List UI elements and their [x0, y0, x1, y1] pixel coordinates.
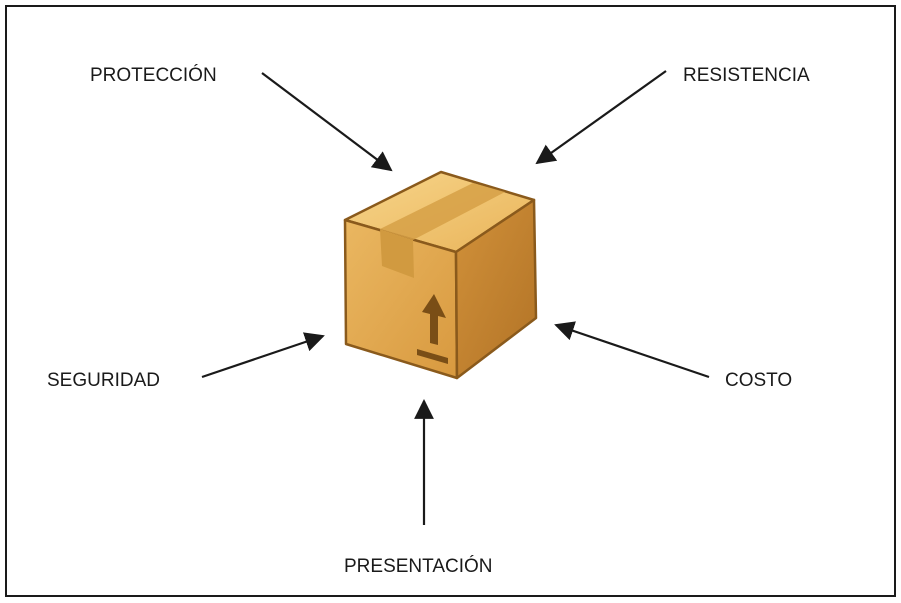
label-resistencia: RESISTENCIA	[683, 65, 810, 86]
tape-top	[380, 183, 505, 240]
arrow-proteccion	[261, 72, 393, 172]
cardboard-box-icon	[343, 170, 538, 380]
this-side-up-icon	[417, 294, 448, 364]
arrow-resistencia	[535, 70, 667, 165]
arrow-costo	[554, 321, 710, 379]
tape-front	[380, 229, 414, 278]
label-presentacion: PRESENTACIÓN	[344, 556, 493, 577]
label-seguridad: SEGURIDAD	[47, 370, 160, 391]
label-costo: COSTO	[725, 370, 793, 391]
diagram-frame	[5, 5, 896, 597]
arrow-seguridad	[201, 332, 325, 379]
label-proteccion: PROTECCIÓN	[90, 65, 217, 86]
